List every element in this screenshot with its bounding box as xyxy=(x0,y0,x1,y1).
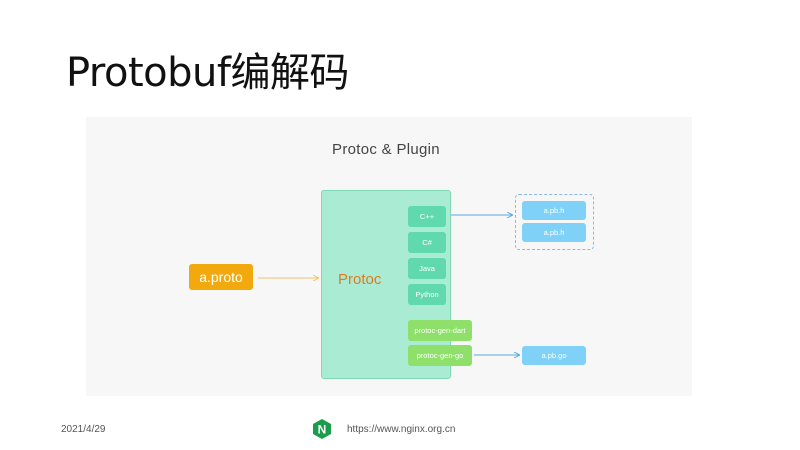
slide-title: Protobuf编解码 xyxy=(66,50,349,96)
svg-text:N: N xyxy=(318,423,327,437)
diagram-panel: Protoc & Plugin a.proto Protoc C++ C# Ja… xyxy=(86,117,692,396)
diagram-title: Protoc & Plugin xyxy=(332,141,440,158)
footer-url: https://www.nginx.org.cn xyxy=(347,424,456,435)
footer-date: 2021/4/29 xyxy=(61,424,106,435)
output-file-header-2: a.pb.h xyxy=(522,223,586,242)
plugin-python: Python xyxy=(408,284,446,305)
output-file-go: a.pb.go xyxy=(522,346,586,365)
plugin-protoc-gen-dart: protoc-gen-dart xyxy=(408,320,472,341)
plugin-protoc-gen-go: protoc-gen-go xyxy=(408,345,472,366)
plugin-java: Java xyxy=(408,258,446,279)
output-file-header-1: a.pb.h xyxy=(522,201,586,220)
plugin-csharp: C# xyxy=(408,232,446,253)
plugin-cpp: C++ xyxy=(408,206,446,227)
arrows-layer xyxy=(258,117,692,396)
nginx-logo-icon: N xyxy=(313,419,331,439)
cpp-output-group xyxy=(515,194,594,250)
protoc-label: Protoc xyxy=(338,271,382,288)
input-file-node: a.proto xyxy=(189,264,253,290)
